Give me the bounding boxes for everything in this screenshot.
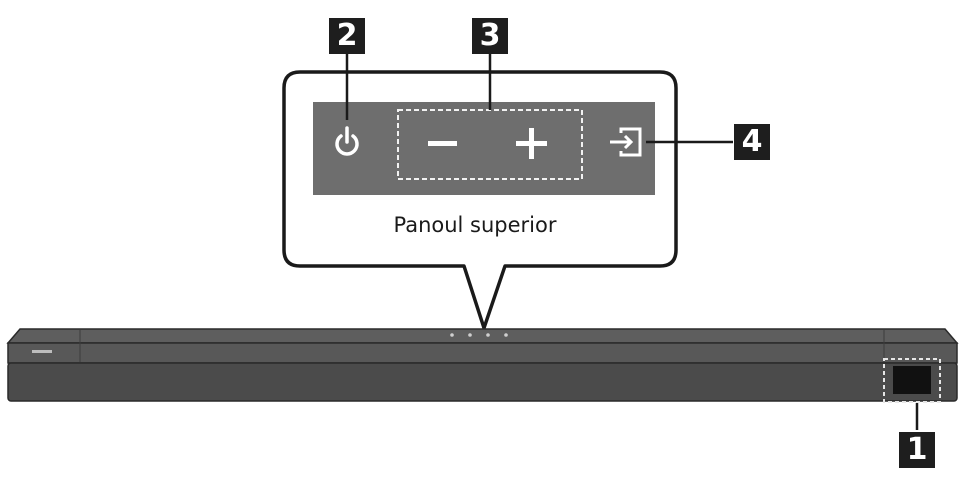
power-icon <box>335 126 359 156</box>
callout-number-3: 3 <box>472 18 508 54</box>
display-window <box>893 366 931 394</box>
callout-number-1: 1 <box>899 432 935 468</box>
minus-icon <box>428 141 457 146</box>
display-outline <box>883 358 941 403</box>
callout-number-2: 2 <box>329 18 365 54</box>
soundbar <box>6 328 959 403</box>
input-source-icon <box>610 127 642 157</box>
top-panel <box>313 102 655 195</box>
plus-icon <box>516 128 547 159</box>
panel-title: Panoul superior <box>393 213 557 237</box>
callout-number-4: 4 <box>734 124 770 160</box>
